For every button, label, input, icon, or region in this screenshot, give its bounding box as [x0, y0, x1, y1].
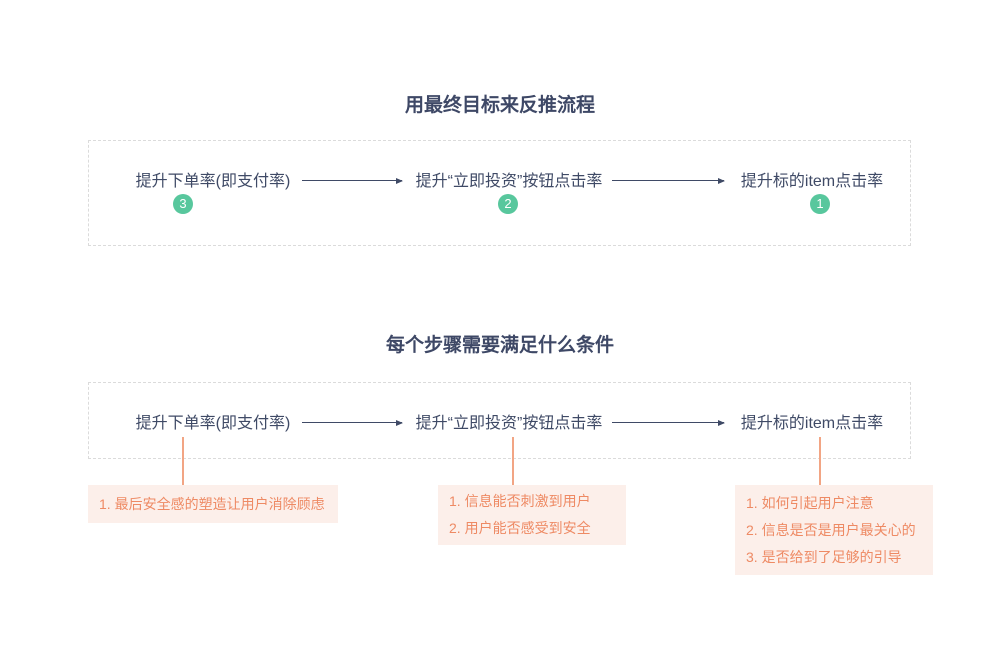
connector-line	[819, 437, 821, 485]
conditions-step-invest-button: 提升“立即投资”按钮点击率	[415, 415, 603, 432]
flow-arrow-right-icon	[302, 177, 403, 184]
condition-item: 1. 最后安全感的塑造让用户消除顾虑	[99, 495, 325, 512]
step-number-badge: 1	[810, 194, 830, 214]
condition-item: 2. 信息是否是用户最关心的	[746, 521, 916, 538]
goal-section-title: 用最终目标来反推流程	[404, 95, 595, 116]
step-number-badge: 2	[498, 194, 518, 214]
connector-line	[512, 437, 514, 485]
condition-note-order-rate: 1. 最后安全感的塑造让用户消除顾虑	[88, 485, 338, 523]
flow-arrow-right-icon	[612, 419, 725, 426]
condition-item: 2. 用户能否感受到安全	[449, 520, 591, 536]
condition-item: 3. 是否给到了足够的引导	[746, 548, 902, 565]
conditions-step-item-click: 提升标的item点击率	[740, 415, 884, 432]
condition-note-invest-button: 1. 信息能否刺激到用户 2. 用户能否感受到安全	[438, 485, 626, 545]
goal-step-item-click: 提升标的item点击率	[740, 173, 884, 190]
connector-line	[182, 437, 184, 485]
step-number-badge: 3	[173, 194, 193, 214]
flow-arrow-right-icon	[302, 419, 403, 426]
condition-item: 1. 如何引起用户注意	[746, 494, 874, 511]
condition-note-item-click: 1. 如何引起用户注意 2. 信息是否是用户最关心的 3. 是否给到了足够的引导	[735, 485, 933, 575]
goal-flow-box	[88, 140, 911, 246]
conditions-flow-box	[88, 382, 911, 459]
goal-step-invest-button: 提升“立即投资”按钮点击率	[415, 173, 603, 190]
condition-item: 1. 信息能否刺激到用户	[449, 493, 591, 509]
conditions-section-title: 每个步骤需要满足什么条件	[385, 335, 614, 356]
goal-step-order-rate: 提升下单率(即支付率)	[135, 173, 291, 190]
conditions-step-order-rate: 提升下单率(即支付率)	[135, 415, 291, 432]
flow-arrow-right-icon	[612, 177, 725, 184]
